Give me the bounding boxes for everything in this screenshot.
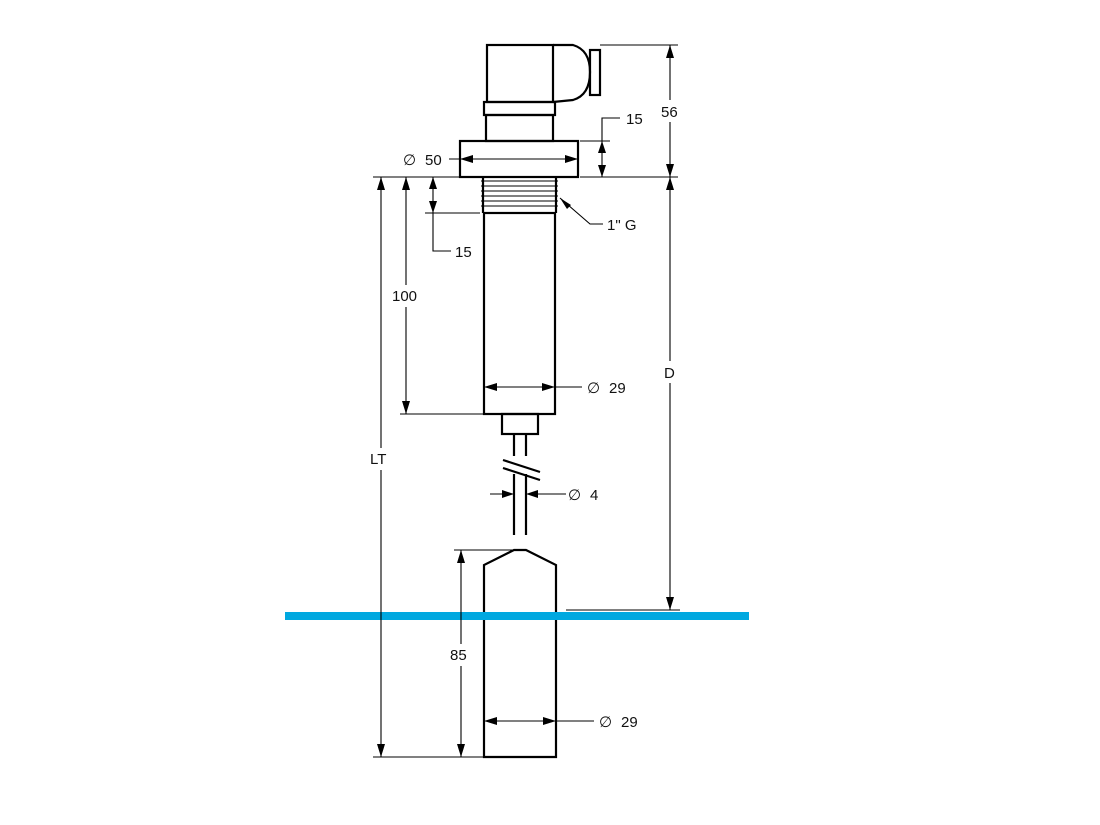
dimension-thread-length — [425, 176, 480, 252]
dimension-float-diameter — [484, 717, 594, 725]
float-weight — [482, 548, 558, 759]
body-diameter-symbol: ∅ — [587, 380, 600, 397]
connector-head — [482, 43, 602, 143]
dimension-immersion-depth — [566, 177, 681, 611]
cable-diameter-symbol: ∅ — [568, 487, 581, 504]
dimension-body-diameter — [484, 383, 582, 391]
flange-thickness-label: 15 — [626, 111, 643, 128]
liquid-level-line — [285, 612, 749, 620]
dimension-cable-diameter — [490, 490, 566, 498]
flange-diameter-label: 50 — [425, 152, 442, 169]
cable — [502, 434, 541, 535]
dimension-float-length — [448, 549, 514, 757]
head-height-label: 56 — [661, 104, 678, 121]
dimension-body-length — [392, 177, 484, 415]
flange-diameter-symbol: ∅ — [403, 152, 416, 169]
float-diameter-label: 29 — [621, 714, 638, 731]
dimension-total-length — [369, 176, 484, 758]
body-diameter-label: 29 — [609, 380, 626, 397]
dimension-flange-diameter — [449, 155, 578, 163]
thread-length-label: 15 — [455, 244, 472, 261]
dimension-flange-thickness — [580, 117, 620, 177]
cable-gland — [500, 412, 540, 436]
float-length-label: 85 — [450, 647, 467, 664]
thread-type-label: 1" G — [607, 217, 637, 234]
cable-diameter-label: 4 — [590, 487, 598, 504]
body-length-label: 100 — [392, 288, 417, 305]
float-diameter-symbol: ∅ — [599, 714, 612, 731]
dimension-head-height — [580, 44, 682, 178]
dimension-thread-callout — [559, 197, 603, 225]
immersion-depth-label: D — [664, 365, 675, 382]
total-length-label: LT — [370, 451, 386, 468]
thread-section — [481, 177, 558, 213]
